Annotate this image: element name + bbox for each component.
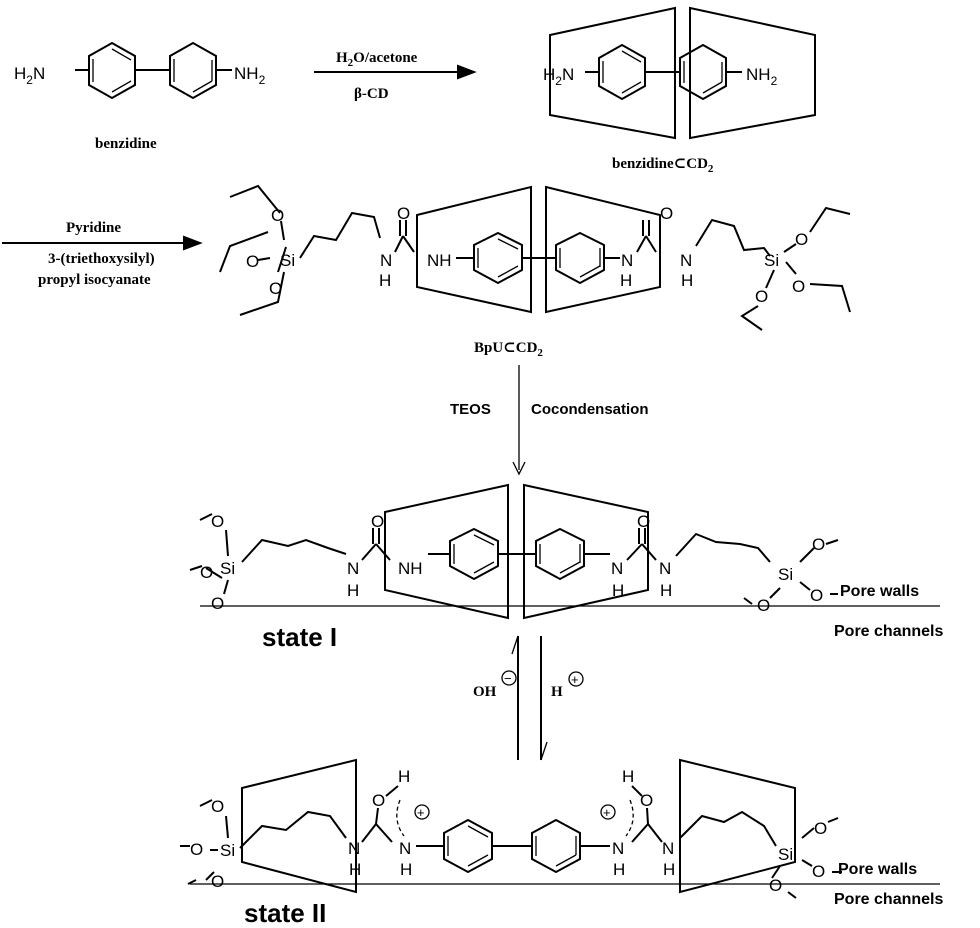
svg-text:O: O [814,819,827,838]
svg-text:N: N [348,839,360,858]
benzidine-label: benzidine [95,136,157,152]
svg-text:H: H [379,271,391,290]
reagent-water-acetone: H2O/acetone [336,50,418,69]
svg-text:O: O [397,204,410,223]
cocondensation-label: Cocondensation [531,401,649,418]
svg-text:H: H [622,767,634,786]
plus-charge-icon-left [414,804,430,820]
pore-channels-label-1: Pore channels [834,623,943,640]
pore-channels-label-2: Pore channels [834,891,943,908]
arrow-step3 [512,365,526,476]
svg-text:O: O [372,791,385,810]
state1-label: state I [262,622,337,652]
state2-structure: O Si O O N H O H + N H N H [180,758,940,899]
svg-text:O: O [246,252,259,271]
svg-text:H: H [347,581,359,600]
equilibrium-arrows [511,635,548,761]
svg-text:+: + [603,805,611,820]
svg-text:N: N [347,559,359,578]
svg-text:O: O [757,596,770,615]
bpu-cd2-structure: O O O Si N H O NH N H O N [219,184,851,331]
benzidine-cd2-label: benzidine⊂CD2 [612,156,714,175]
svg-text:O: O [371,512,384,531]
svg-text:H: H [349,860,361,879]
amine-left-label: H2N [14,64,45,87]
benzidine-structure: H2N NH2 [14,41,266,100]
arrow-step2 [2,235,203,251]
svg-text:N: N [659,559,671,578]
silicon-state1-right: Si [778,565,793,584]
plus-charge-icon-right [600,804,616,820]
silicon-state2-left: Si [220,841,235,860]
svg-text:O: O [269,279,282,298]
svg-text:H: H [613,860,625,879]
svg-text:H: H [620,271,632,290]
urea-nh-left-right: N [621,251,633,270]
svg-text:N: N [612,839,624,858]
arrow-step1 [314,64,477,80]
svg-text:O: O [755,287,768,306]
svg-text:O: O [769,876,782,895]
svg-text:O: O [640,791,653,810]
svg-text:O: O [211,512,224,531]
bpu-cd2-label: BpU⊂CD2 [474,340,543,359]
state2-label: state II [244,898,326,928]
silicon-state1-left: Si [220,559,235,578]
hydrogen-bond-left [396,799,405,837]
urea-nh-left: N [380,251,392,270]
svg-text:O: O [211,594,224,613]
svg-text:O: O [810,586,823,605]
state1-structure: O Si O O N H O NH N H O N [189,483,940,620]
svg-text:NH: NH [398,559,423,578]
plus-charge-icon [568,671,584,687]
benzidine-cd2-structure: H2N NH2 [543,6,816,140]
svg-text:O: O [637,512,650,531]
svg-text:O: O [200,563,213,582]
svg-text:N: N [662,839,674,858]
svg-text:O: O [271,206,284,225]
svg-text:H: H [681,271,693,290]
svg-text:O: O [812,535,825,554]
reagent-isocyanate: propyl isocyanate [38,272,151,288]
svg-text:O: O [190,840,203,859]
svg-text:O: O [812,862,825,881]
svg-text:+: + [571,672,579,687]
svg-text:N: N [611,559,623,578]
proton-label: H [551,684,563,700]
svg-text:O: O [792,277,805,296]
svg-text:H: H [398,767,410,786]
hydroxide-label: OH [473,684,497,700]
svg-text:O: O [211,872,224,891]
svg-text:H: H [660,581,672,600]
svg-text:N: N [399,839,411,858]
silicon-state2-right: Si [778,845,793,864]
pore-walls-label-2: Pore walls [838,861,917,878]
pore-walls-label-1: Pore walls [840,583,919,600]
reagent-pyridine: Pyridine [66,220,121,236]
silicon-right: Si [764,251,779,270]
silicon-left: Si [280,251,295,270]
svg-text:H: H [663,860,675,879]
urea-nh-right: N [680,251,692,270]
reagent-beta-cd: β-CD [354,86,389,102]
svg-text:O: O [795,230,808,249]
urea-nh-right-left: NH [427,251,452,270]
svg-text:+: + [417,805,425,820]
svg-text:−: − [504,671,512,686]
teos-label: TEOS [450,401,491,418]
svg-text:O: O [211,797,224,816]
amine-right-label-complex: NH2 [746,65,778,88]
minus-charge-icon [501,670,517,686]
svg-text:H: H [612,581,624,600]
amine-left-label-complex: H2N [543,65,574,88]
reagent-silyl: 3-(triethoxysilyl) [48,251,155,267]
hydrogen-bond-right [625,799,634,837]
svg-text:O: O [660,204,673,223]
svg-text:H: H [400,860,412,879]
amine-right-label: NH2 [234,64,266,87]
